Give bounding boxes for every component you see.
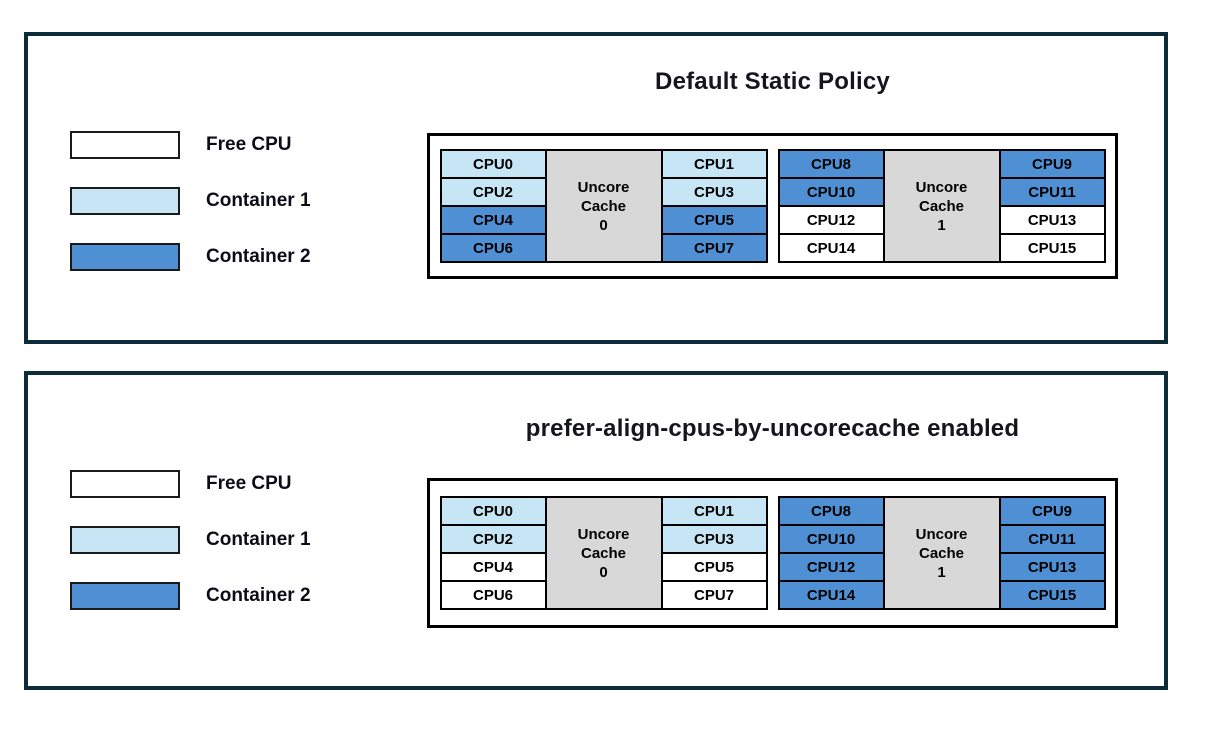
uncore-group-0: CPU0 CPU2 CPU4 CPU6 Uncore Cache 0 CPU1 … bbox=[439, 149, 768, 263]
cpu-cell: CPU3 bbox=[660, 524, 768, 554]
cpu-column-right: CPU1 CPU3 CPU5 CPU7 bbox=[660, 149, 768, 263]
uncore-cache-label-line: Cache bbox=[580, 544, 627, 562]
cpu-topology-diagram: CPU0 CPU2 CPU4 CPU6 Uncore Cache 0 CPU1 … bbox=[427, 478, 1118, 628]
cpu-cell: CPU2 bbox=[439, 524, 547, 554]
legend-swatch-free bbox=[70, 131, 180, 159]
legend-item-container-1: Container 1 bbox=[70, 526, 311, 554]
cpu-cell: CPU4 bbox=[439, 205, 547, 235]
cpu-cell: CPU13 bbox=[998, 205, 1106, 235]
cpu-column-left: CPU8 CPU10 CPU12 CPU14 bbox=[777, 149, 885, 263]
uncore-cache-label-line: 1 bbox=[937, 563, 946, 581]
legend-label: Container 1 bbox=[206, 529, 311, 550]
legend-swatch-container-2 bbox=[70, 582, 180, 610]
legend: Free CPU Container 1 Container 2 bbox=[70, 131, 311, 299]
legend-swatch-container-1 bbox=[70, 187, 180, 215]
legend-item-free-cpu: Free CPU bbox=[70, 470, 311, 498]
uncore-cache-label-line: 0 bbox=[599, 563, 608, 581]
uncore-cache-label-line: Cache bbox=[918, 197, 965, 215]
cpu-cell: CPU6 bbox=[439, 580, 547, 610]
cpu-cell: CPU8 bbox=[777, 496, 885, 526]
cpu-cell: CPU7 bbox=[660, 580, 768, 610]
uncore-cache-label-line: 1 bbox=[937, 216, 946, 234]
cpu-cell: CPU1 bbox=[660, 149, 768, 179]
panel-title: Default Static Policy bbox=[655, 68, 890, 95]
uncore-group-0: CPU0 CPU2 CPU4 CPU6 Uncore Cache 0 CPU1 … bbox=[439, 496, 768, 610]
uncore-cache-cell-0: Uncore Cache 0 bbox=[544, 496, 663, 610]
uncore-cache-label-line: Uncore bbox=[915, 525, 968, 543]
cpu-column-right: CPU1 CPU3 CPU5 CPU7 bbox=[660, 496, 768, 610]
cpu-column-left: CPU0 CPU2 CPU4 CPU6 bbox=[439, 149, 547, 263]
uncore-cache-label-line: 0 bbox=[599, 216, 608, 234]
uncore-cache-label-line: Uncore bbox=[577, 178, 630, 196]
cpu-cell: CPU12 bbox=[777, 552, 885, 582]
cpu-cell: CPU9 bbox=[998, 496, 1106, 526]
cpu-cell: CPU15 bbox=[998, 233, 1106, 263]
legend: Free CPU Container 1 Container 2 bbox=[70, 470, 311, 638]
cpu-column-right: CPU9 CPU11 CPU13 CPU15 bbox=[998, 496, 1106, 610]
uncore-cache-label-line: Uncore bbox=[915, 178, 968, 196]
legend-label: Container 2 bbox=[206, 246, 311, 267]
cpu-cell: CPU0 bbox=[439, 496, 547, 526]
panel-default-static-policy: Default Static Policy Free CPU Container… bbox=[24, 32, 1168, 344]
cpu-column-left: CPU8 CPU10 CPU12 CPU14 bbox=[777, 496, 885, 610]
legend-item-container-2: Container 2 bbox=[70, 582, 311, 610]
cpu-cell: CPU9 bbox=[998, 149, 1106, 179]
uncore-group-1: CPU8 CPU10 CPU12 CPU14 Uncore Cache 1 CP… bbox=[777, 149, 1106, 263]
cpu-cell: CPU14 bbox=[777, 233, 885, 263]
uncore-cache-label-line: Uncore bbox=[577, 525, 630, 543]
legend-label: Free CPU bbox=[206, 473, 292, 494]
cpu-cell: CPU2 bbox=[439, 177, 547, 207]
legend-label: Container 2 bbox=[206, 585, 311, 606]
cpu-cell: CPU14 bbox=[777, 580, 885, 610]
cpu-cell: CPU7 bbox=[660, 233, 768, 263]
uncore-group-1: CPU8 CPU10 CPU12 CPU14 Uncore Cache 1 CP… bbox=[777, 496, 1106, 610]
cpu-cell: CPU12 bbox=[777, 205, 885, 235]
cpu-cell: CPU11 bbox=[998, 524, 1106, 554]
legend-swatch-free bbox=[70, 470, 180, 498]
cpu-cell: CPU10 bbox=[777, 177, 885, 207]
cpu-cell: CPU4 bbox=[439, 552, 547, 582]
cpu-cell: CPU6 bbox=[439, 233, 547, 263]
legend-label: Container 1 bbox=[206, 190, 311, 211]
legend-item-container-2: Container 2 bbox=[70, 243, 311, 271]
legend-item-free-cpu: Free CPU bbox=[70, 131, 311, 159]
cpu-cell: CPU10 bbox=[777, 524, 885, 554]
uncore-cache-label-line: Cache bbox=[918, 544, 965, 562]
uncore-cache-cell-1: Uncore Cache 1 bbox=[882, 149, 1001, 263]
legend-swatch-container-2 bbox=[70, 243, 180, 271]
cpu-topology-diagram: CPU0 CPU2 CPU4 CPU6 Uncore Cache 0 CPU1 … bbox=[427, 133, 1118, 279]
cpu-cell: CPU8 bbox=[777, 149, 885, 179]
cpu-cell: CPU13 bbox=[998, 552, 1106, 582]
legend-item-container-1: Container 1 bbox=[70, 187, 311, 215]
cpu-cell: CPU0 bbox=[439, 149, 547, 179]
cpu-cell: CPU1 bbox=[660, 496, 768, 526]
legend-label: Free CPU bbox=[206, 134, 292, 155]
cpu-cell: CPU11 bbox=[998, 177, 1106, 207]
panel-title: prefer-align-cpus-by-uncorecache enabled bbox=[525, 415, 1020, 442]
uncore-cache-cell-0: Uncore Cache 0 bbox=[544, 149, 663, 263]
panel-prefer-align-cpus-by-uncorecache: prefer-align-cpus-by-uncorecache enabled… bbox=[24, 371, 1168, 690]
uncore-cache-label-line: Cache bbox=[580, 197, 627, 215]
cpu-cell: CPU3 bbox=[660, 177, 768, 207]
cpu-column-left: CPU0 CPU2 CPU4 CPU6 bbox=[439, 496, 547, 610]
cpu-column-right: CPU9 CPU11 CPU13 CPU15 bbox=[998, 149, 1106, 263]
legend-swatch-container-1 bbox=[70, 526, 180, 554]
cpu-cell: CPU5 bbox=[660, 205, 768, 235]
uncore-cache-cell-1: Uncore Cache 1 bbox=[882, 496, 1001, 610]
cpu-cell: CPU15 bbox=[998, 580, 1106, 610]
cpu-cell: CPU5 bbox=[660, 552, 768, 582]
